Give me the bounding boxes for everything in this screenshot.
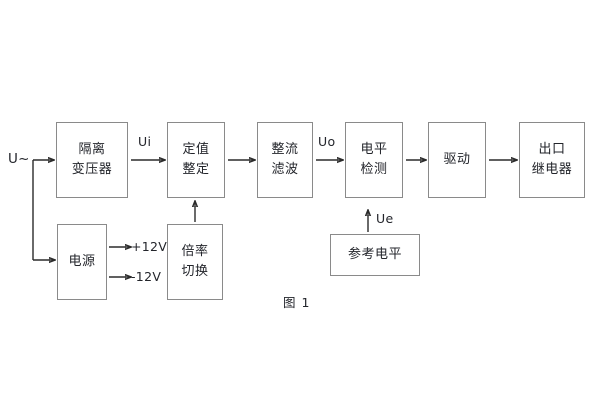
block-output-relay: 出口 继电器: [519, 122, 585, 198]
block-rectify-filter: 整流 滤波: [257, 122, 313, 198]
block-line-1: 隔离: [78, 141, 106, 157]
block-line-1: 电源: [68, 253, 96, 269]
figure-caption: 图 1: [283, 295, 311, 310]
block-line-1: 倍率: [181, 243, 209, 259]
label-input-source: U~: [8, 151, 30, 167]
block-line-2: 整定: [182, 162, 210, 177]
block-line-2: 检测: [360, 162, 388, 177]
block-reference-level: 参考电平: [330, 234, 420, 276]
block-isolation-transformer: 隔离 变压器: [56, 122, 128, 198]
block-line-1: 出口: [538, 141, 566, 157]
label-signal-uo: Uo: [318, 134, 336, 149]
block-line-2: 切换: [181, 264, 209, 279]
block-power-supply: 电源: [57, 224, 107, 300]
block-line-1: 电平: [360, 141, 388, 157]
block-level-detection: 电平 检测: [345, 122, 403, 198]
block-line-1: 定值: [182, 141, 210, 157]
label-signal-ue: Ue: [376, 211, 394, 226]
block-multiplier-switch: 倍率 切换: [167, 224, 223, 300]
block-line-2: 继电器: [531, 162, 573, 177]
block-setting-adjustment: 定值 整定: [167, 122, 225, 198]
block-line-1: 整流: [271, 141, 299, 157]
label-rail-positive: +12V: [131, 239, 168, 254]
label-rail-negative: -12V: [131, 269, 162, 284]
label-signal-ui: Ui: [138, 134, 152, 149]
block-line-2: 变压器: [71, 162, 113, 177]
block-line-1: 驱动: [443, 151, 471, 167]
block-line-1: 参考电平: [347, 246, 402, 262]
block-line-2: 滤波: [271, 162, 299, 177]
block-drive: 驱动: [428, 122, 486, 198]
